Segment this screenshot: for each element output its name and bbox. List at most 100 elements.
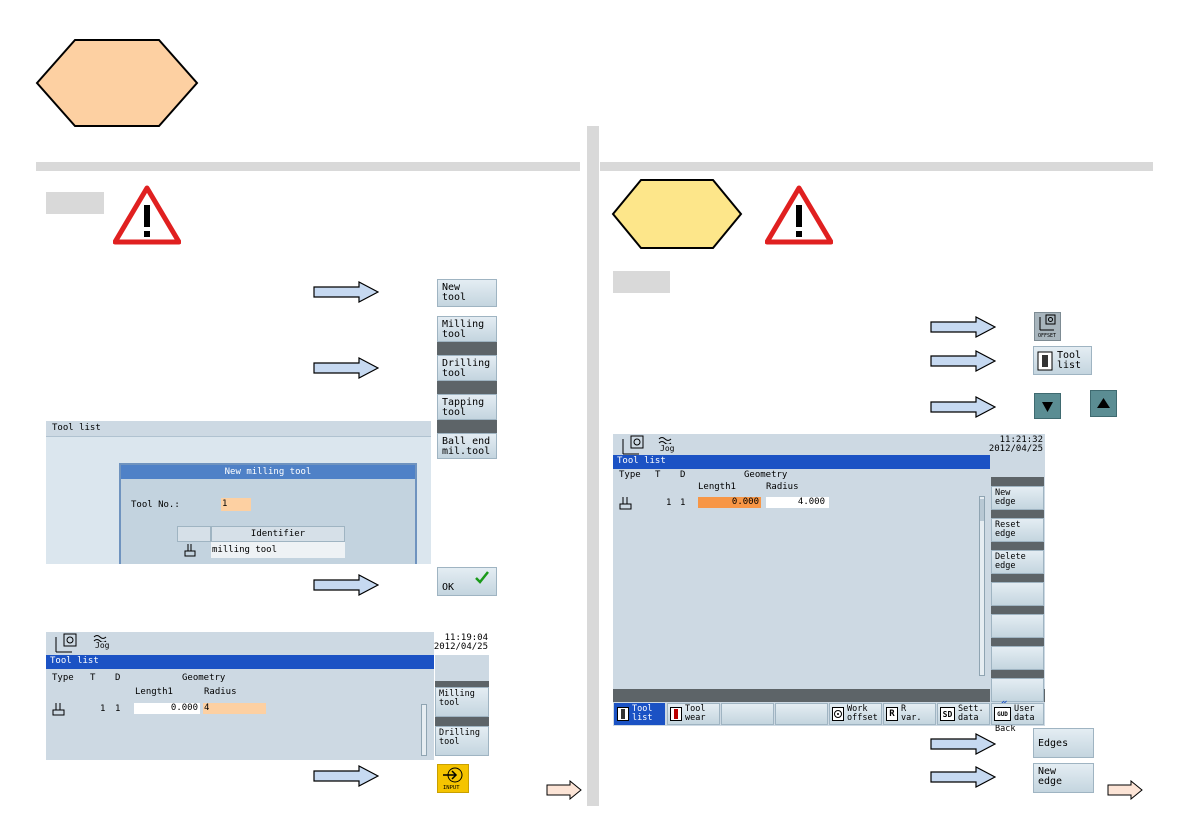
ok-softkey[interactable]: OK <box>437 567 497 596</box>
new-edge-softkey[interactable]: New edge <box>1033 763 1094 793</box>
new-edge-vsoftkey[interactable]: New edge <box>991 486 1044 510</box>
input-key[interactable]: INPUT <box>437 764 469 793</box>
offset-icon <box>1039 314 1056 331</box>
empty-softkey[interactable] <box>435 655 489 681</box>
col-type: Type <box>52 673 74 683</box>
user-data-label: User data <box>1014 704 1035 723</box>
empty-hsoftkey[interactable] <box>721 703 774 725</box>
work-offset-icon <box>832 707 844 721</box>
softkey-gap <box>437 342 497 355</box>
jog-icon <box>93 635 107 642</box>
work-offset-hsoftkey[interactable]: Work offset <box>829 703 882 725</box>
softkey-gap <box>991 477 1044 486</box>
softkey-gap <box>991 670 1044 678</box>
softkey-gap <box>991 542 1044 550</box>
cursor-down-key[interactable] <box>1034 393 1061 419</box>
double-chevron-left-icon: « <box>995 697 1040 708</box>
row-length[interactable]: 0.000 <box>698 497 761 508</box>
empty-hsoftkey[interactable] <box>775 703 828 725</box>
reset-edge-vsoftkey[interactable]: Reset edge <box>991 518 1044 542</box>
step-label-box <box>46 192 104 214</box>
tool-wear-hsoftkey[interactable]: Tool wear <box>667 703 720 725</box>
tool-list-softkey[interactable]: Tool list <box>1033 346 1092 375</box>
row-d: 1 <box>680 498 686 508</box>
row-t: 1 <box>100 704 106 714</box>
jog-icon <box>658 437 672 444</box>
scrollbar[interactable] <box>421 704 427 756</box>
new-tool-screen: Tool list New milling tool Tool No.: 1 I… <box>46 421 431 564</box>
step-label-box <box>613 271 670 293</box>
screen-title: Tool list <box>46 655 434 669</box>
milling-tool-type-icon <box>177 542 211 558</box>
back-vsoftkey[interactable]: « Back <box>991 678 1044 734</box>
drilling-tool-softkey[interactable]: Drilling tool <box>437 355 497 381</box>
clock-time: 11:19:04 <box>444 633 488 643</box>
empty-vsoftkey[interactable] <box>991 646 1044 670</box>
ok-label: OK <box>442 582 455 593</box>
right-arrow-icon <box>930 733 996 755</box>
softkey-gap <box>991 510 1044 518</box>
clock-date: 2012/04/25 <box>988 444 1043 454</box>
tool-list-hsoftkey[interactable]: Tool list <box>614 703 665 725</box>
col-radius: Radius <box>204 687 237 697</box>
milling-tool-softkey-2[interactable]: Milling tool <box>435 687 489 717</box>
status-strip <box>613 689 990 702</box>
col-type: Type <box>619 470 641 480</box>
delete-edge-vsoftkey[interactable]: Delete edge <box>991 550 1044 574</box>
empty-vsoftkey[interactable] <box>991 614 1044 638</box>
offset-icon <box>55 633 77 653</box>
empty-softkey[interactable] <box>991 455 1044 477</box>
offset-icon <box>622 435 644 455</box>
identifier-value[interactable]: milling tool <box>211 542 345 558</box>
work-offset-label: Work offset <box>847 704 878 723</box>
row-t: 1 <box>666 498 672 508</box>
row-length[interactable]: 0.000 <box>134 703 200 714</box>
right-arrow-icon <box>313 281 379 303</box>
col-t: T <box>655 470 661 480</box>
mode-label: Jog <box>95 641 110 650</box>
right-divider <box>600 162 1153 171</box>
softkey-gap <box>437 420 497 433</box>
next-page-arrow-icon[interactable] <box>546 780 582 800</box>
tapping-tool-softkey[interactable]: Tapping tool <box>437 394 497 420</box>
right-arrow-icon <box>930 396 996 418</box>
tool-no-input[interactable]: 1 <box>221 498 251 511</box>
new-tool-softkey[interactable]: New tool <box>437 279 497 307</box>
col-length: Length1 <box>135 687 173 697</box>
input-label: INPUT <box>443 785 460 791</box>
sett-data-label: Sett. data <box>958 704 984 723</box>
r-variable-icon: R <box>886 707 898 721</box>
sett-data-hsoftkey[interactable]: SD Sett. data <box>937 703 990 725</box>
drilling-tool-softkey-2[interactable]: Drilling tool <box>435 726 489 756</box>
softkey-gap <box>991 606 1044 614</box>
tool-list-icon <box>617 707 629 721</box>
checkmark-icon <box>475 571 489 584</box>
r-var-hsoftkey[interactable]: R R var. <box>883 703 936 725</box>
col-geometry: Geometry <box>182 673 226 683</box>
milling-tool-softkey[interactable]: Milling tool <box>437 316 497 342</box>
warning-icon <box>765 185 833 245</box>
warning-icon <box>113 185 181 245</box>
col-t: T <box>90 673 96 683</box>
tool-list-icon <box>1037 351 1053 371</box>
tool-list-label: Tool list <box>632 704 653 723</box>
tool-no-label: Tool No.: <box>131 500 180 510</box>
row-radius[interactable]: 4.000 <box>766 497 829 508</box>
row-radius[interactable]: 4 <box>203 703 266 714</box>
softkey-gap <box>437 381 497 394</box>
softkey-gap <box>991 638 1044 646</box>
col-d: D <box>680 470 686 480</box>
cursor-up-key[interactable] <box>1090 390 1117 417</box>
user-data-hsoftkey[interactable]: GUD User data <box>991 703 1044 725</box>
col-geometry: Geometry <box>744 470 788 480</box>
identifier-header: Identifier <box>211 526 345 542</box>
next-page-arrow-icon[interactable] <box>1107 780 1143 800</box>
edges-softkey[interactable]: Edges <box>1033 728 1094 758</box>
right-arrow-icon <box>313 765 379 787</box>
offset-key[interactable]: OFFSET <box>1034 312 1061 341</box>
tool-wear-label: Tool wear <box>685 704 706 723</box>
ball-end-softkey[interactable]: Ball end mil.tool <box>437 433 497 459</box>
empty-vsoftkey[interactable] <box>991 582 1044 606</box>
scrollbar[interactable] <box>979 496 985 676</box>
